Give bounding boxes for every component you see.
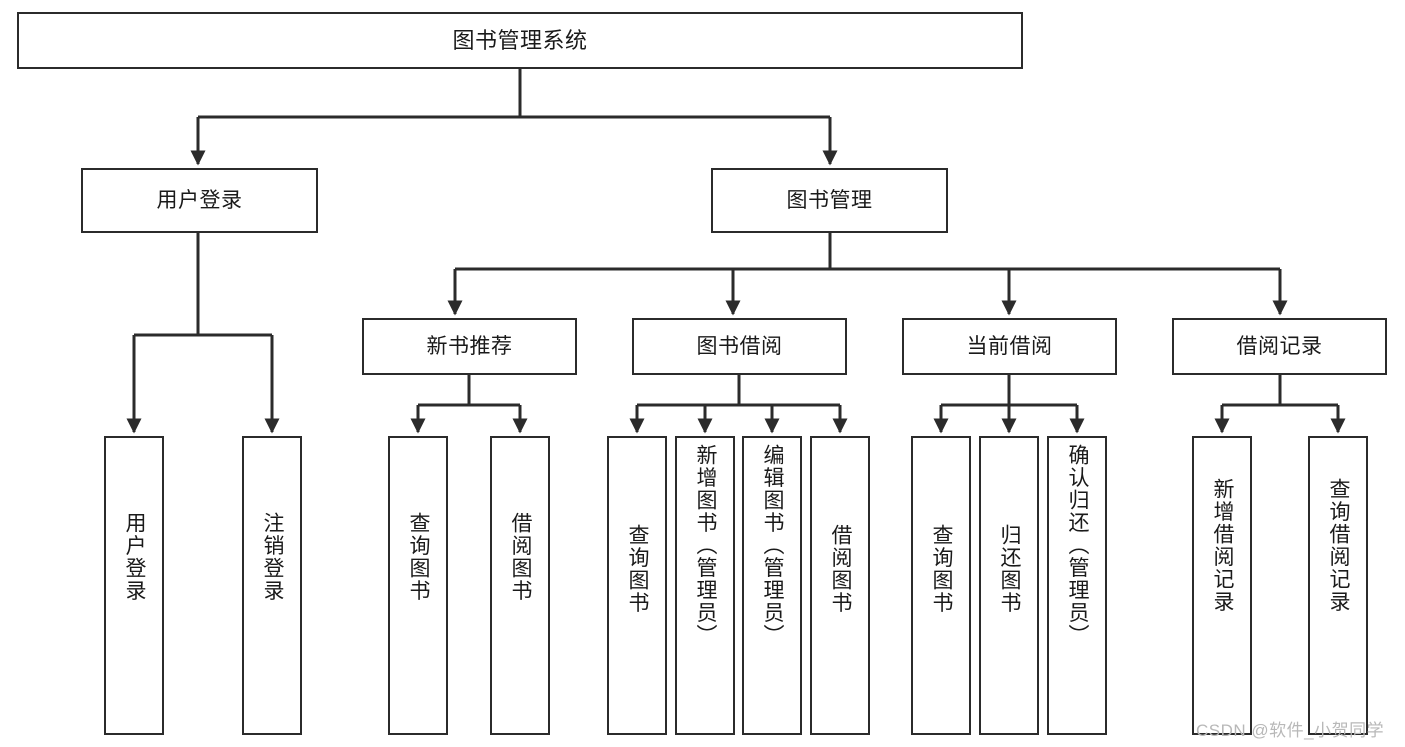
node-label: 查询图书 [930,524,954,614]
leaf-cb-confirm-return-admin[interactable]: 确认归还（管理员） [1047,436,1107,735]
leaf-bb-borrow-book[interactable]: 借阅图书 [810,436,870,735]
leaf-bb-query-book[interactable]: 查询图书 [607,436,667,735]
leaf-nb-borrow-book[interactable]: 借阅图书 [490,436,550,735]
node-label: 借阅记录 [1236,335,1323,358]
node-label: 用户登录 [123,512,147,602]
node-label: 新书推荐 [426,335,513,358]
node-root-system[interactable]: 图书管理系统 [17,12,1023,69]
leaf-bb-edit-book-admin[interactable]: 编辑图书（管理员） [742,436,802,735]
csdn-watermark: CSDN @软件_小贺同学 [1196,721,1385,740]
node-user-login[interactable]: 用户登录 [81,168,318,233]
node-label: 借阅图书 [509,512,533,602]
node-label: 查询图书 [626,524,650,614]
node-label: 新增借阅记录 [1211,478,1235,613]
leaf-br-add-record[interactable]: 新增借阅记录 [1192,436,1252,735]
node-label: 当前借阅 [966,335,1053,358]
node-label: 查询图书 [407,512,431,602]
node-label: 确认归还（管理员） [1066,444,1090,647]
node-label: 编辑图书（管理员） [761,444,785,647]
node-label: 新增图书（管理员） [694,444,718,647]
node-label: 注销登录 [261,512,285,602]
node-label: 归还图书 [998,524,1022,614]
node-label: 借阅图书 [829,524,853,614]
node-label: 查询借阅记录 [1327,478,1351,613]
leaf-user-login[interactable]: 用户登录 [104,436,164,735]
leaf-cb-query-book[interactable]: 查询图书 [911,436,971,735]
leaf-bb-add-book-admin[interactable]: 新增图书（管理员） [675,436,735,735]
node-borrow-records[interactable]: 借阅记录 [1172,318,1387,375]
node-label: 用户登录 [156,189,243,212]
node-label: 图书借阅 [696,335,783,358]
leaf-br-query-record[interactable]: 查询借阅记录 [1308,436,1368,735]
leaf-nb-query-book[interactable]: 查询图书 [388,436,448,735]
leaf-cb-return-book[interactable]: 归还图书 [979,436,1039,735]
node-book-management[interactable]: 图书管理 [711,168,948,233]
leaf-logout[interactable]: 注销登录 [242,436,302,735]
node-current-borrow[interactable]: 当前借阅 [902,318,1117,375]
node-label: 图书管理 [786,189,873,212]
node-label: 图书管理系统 [452,27,588,53]
node-book-borrow[interactable]: 图书借阅 [632,318,847,375]
node-new-book-recommend[interactable]: 新书推荐 [362,318,577,375]
